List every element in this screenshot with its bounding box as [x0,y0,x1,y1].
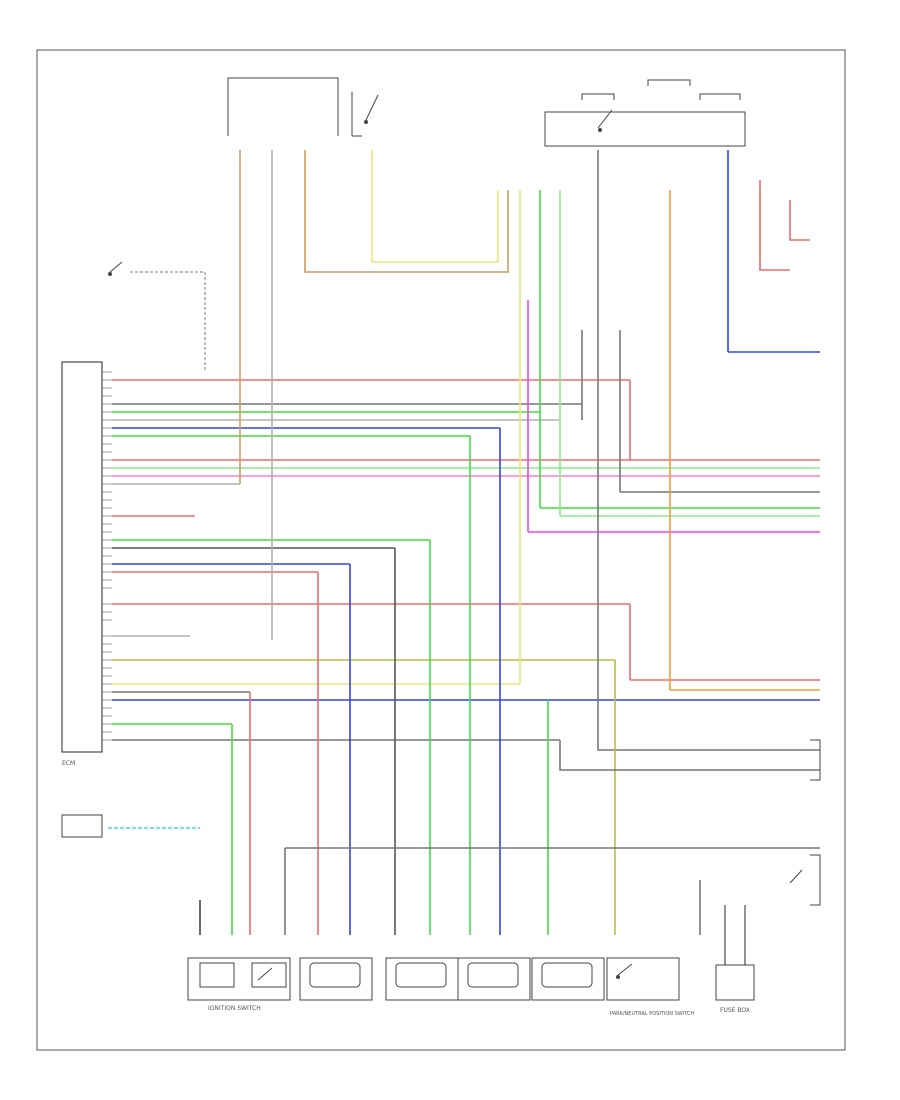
top-fuse-area [227,77,746,147]
ecm-pins [102,371,112,741]
relay-box [606,957,680,1001]
fuse-box-label: FUSE BOX [720,1007,750,1014]
horizontal-wires [112,351,820,741]
text-labels: ECM IGNITION SWITCH FUSE BOX PARK/NEUTRA… [62,760,750,1017]
neutral-switch-label: PARK/NEUTRAL POSITION SWITCH [610,1011,694,1017]
ecm-box [61,361,103,753]
diagram-frame [36,49,846,1051]
ignition-switch-label: IGNITION SWITCH [208,1005,261,1012]
ecm-label: ECM [62,760,75,767]
ignition-switch-box [187,957,291,1001]
small-switch-top-left [108,261,206,370]
vertical-wires [108,150,820,965]
bottom-components [61,814,755,1001]
right-switch [789,739,821,906]
